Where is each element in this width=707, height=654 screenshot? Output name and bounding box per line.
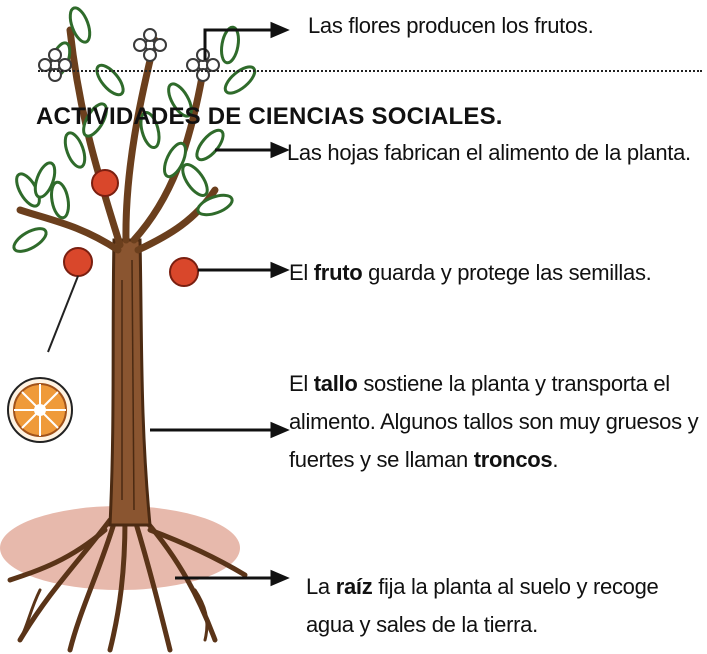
label-raiz-post: fija la planta al suelo y recoge agua y … xyxy=(306,574,659,637)
roots xyxy=(7,517,248,653)
label-hojas-text: Las hojas fabrican el alimento de la pla… xyxy=(287,140,691,165)
page-heading: ACTIVIDADES DE CIENCIAS SOCIALES. xyxy=(36,103,503,130)
label-fruto-pre: El xyxy=(289,260,314,285)
label-flores-text: Las flores producen los frutos. xyxy=(308,13,594,38)
orange-cross-section xyxy=(7,275,79,443)
label-fruto: El fruto guarda y protege las semillas. xyxy=(289,257,704,288)
label-raiz-pre: La xyxy=(306,574,336,599)
tree-trunk xyxy=(108,238,152,527)
pointer-arrows xyxy=(150,21,290,587)
label-tallo-bold2: troncos xyxy=(473,447,553,472)
label-fruto-bold: fruto xyxy=(313,260,363,285)
fruits xyxy=(63,169,199,287)
label-raiz-bold: raíz xyxy=(335,574,373,599)
dotted-divider xyxy=(38,70,702,72)
label-tallo: El tallo sostiene la planta y transporta… xyxy=(289,365,699,479)
label-fruto-post: guarda y protege las semillas. xyxy=(362,260,652,285)
label-tallo-bold: tallo xyxy=(313,371,358,396)
label-flores: Las flores producen los frutos. xyxy=(308,10,703,41)
label-tallo-post: . xyxy=(552,447,559,472)
leaves xyxy=(12,6,257,253)
label-tallo-mid: sostiene la planta y transporta el alime… xyxy=(289,371,699,472)
label-hojas: Las hojas fabrican el alimento de la pla… xyxy=(287,137,702,168)
label-raiz: La raíz fija la planta al suelo y recoge… xyxy=(306,568,704,644)
label-tallo-pre: El xyxy=(289,371,314,396)
